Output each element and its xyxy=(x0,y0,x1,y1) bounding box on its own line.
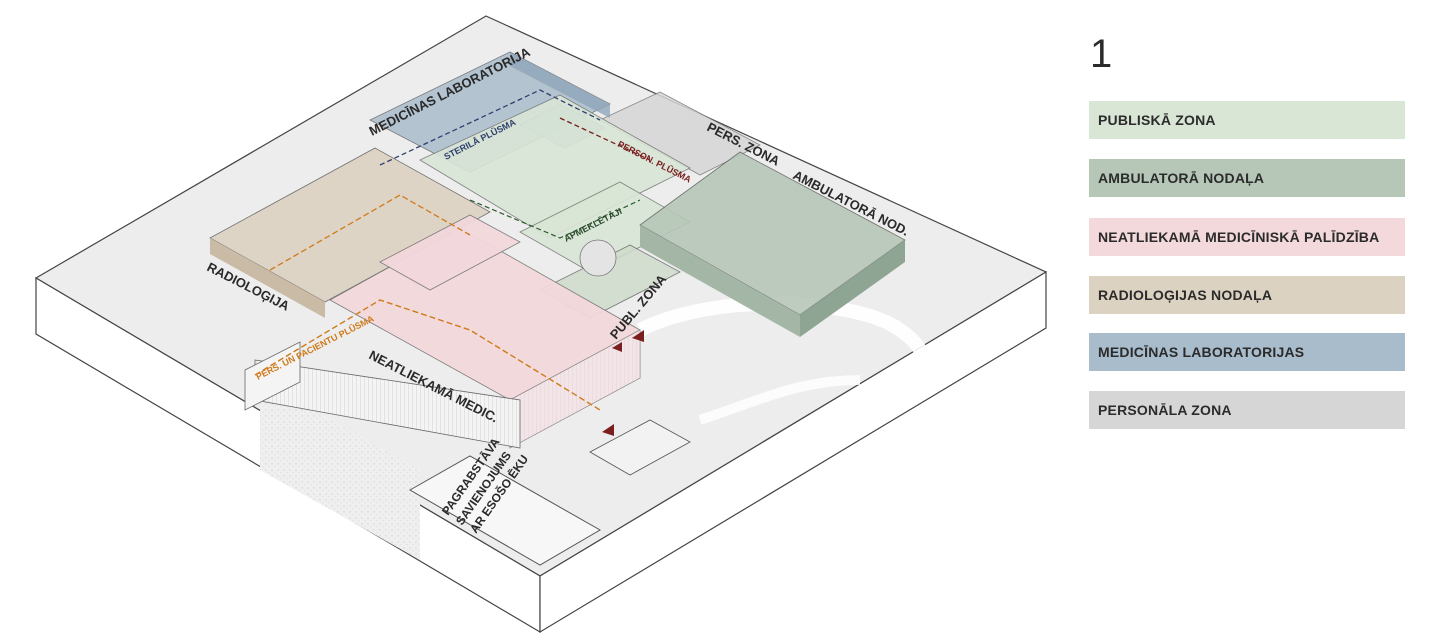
legend-number: 1 xyxy=(1090,32,1113,76)
legend-label: RADIOLOĢIJAS NODAĻA xyxy=(1098,287,1273,303)
legend-item-personala: PERSONĀLA ZONA xyxy=(1089,391,1405,429)
visitor-flow-line xyxy=(469,199,641,239)
entrance-canopy xyxy=(589,419,691,476)
entrance-marker-1 xyxy=(602,424,614,436)
landscape-path-2 xyxy=(698,375,861,425)
west-long-wall-front xyxy=(244,341,301,411)
entrance-marker-3 xyxy=(612,342,622,352)
legend-label: PUBLISKĀ ZONA xyxy=(1098,112,1216,128)
gravel-area xyxy=(260,380,420,560)
patient-flow-line-2 xyxy=(269,194,471,271)
circulation-flows xyxy=(254,89,651,411)
emergency-wall-pink xyxy=(510,330,640,448)
legend-label: PERSONĀLA ZONA xyxy=(1098,402,1232,418)
entrance-marker-2 xyxy=(632,330,644,342)
lab-zone-wall xyxy=(510,52,610,118)
patient-flow-line xyxy=(254,299,601,411)
legend-item-laboratorijas: MEDICĪNAS LABORATORIJAS xyxy=(1089,333,1405,371)
legend-item-publiska: PUBLISKĀ ZONA xyxy=(1089,101,1405,139)
zone-ambulatory xyxy=(639,151,906,337)
legend-label: NEATLIEKAMĀ MEDICĪNISKĀ PALĪDZĪBA xyxy=(1098,229,1380,245)
basement-connector xyxy=(408,455,602,566)
radiology-wall xyxy=(210,238,325,318)
staff-flow-line xyxy=(559,117,651,161)
emergency-wing xyxy=(379,214,521,291)
ambulatory-wall-front xyxy=(800,240,905,337)
legend-item-ambulatora: AMBULATORĀ NODAĻA xyxy=(1089,159,1405,197)
public-zone-floor xyxy=(419,94,691,239)
ambulatory-wall-left xyxy=(640,225,800,337)
zone-emergency xyxy=(329,214,641,449)
spiral-stair xyxy=(579,239,617,277)
legend-label: AMBULATORĀ NODAĻA xyxy=(1098,170,1265,186)
sterile-flow-line xyxy=(379,89,601,166)
legend-item-radiologijas: RADIOLOĢIJAS NODAĻA xyxy=(1089,276,1405,314)
legend-label: MEDICĪNAS LABORATORIJAS xyxy=(1098,344,1305,360)
legend-item-neatliekama: NEATLIEKAMĀ MEDICĪNISKĀ PALĪDZĪBA xyxy=(1089,218,1405,256)
